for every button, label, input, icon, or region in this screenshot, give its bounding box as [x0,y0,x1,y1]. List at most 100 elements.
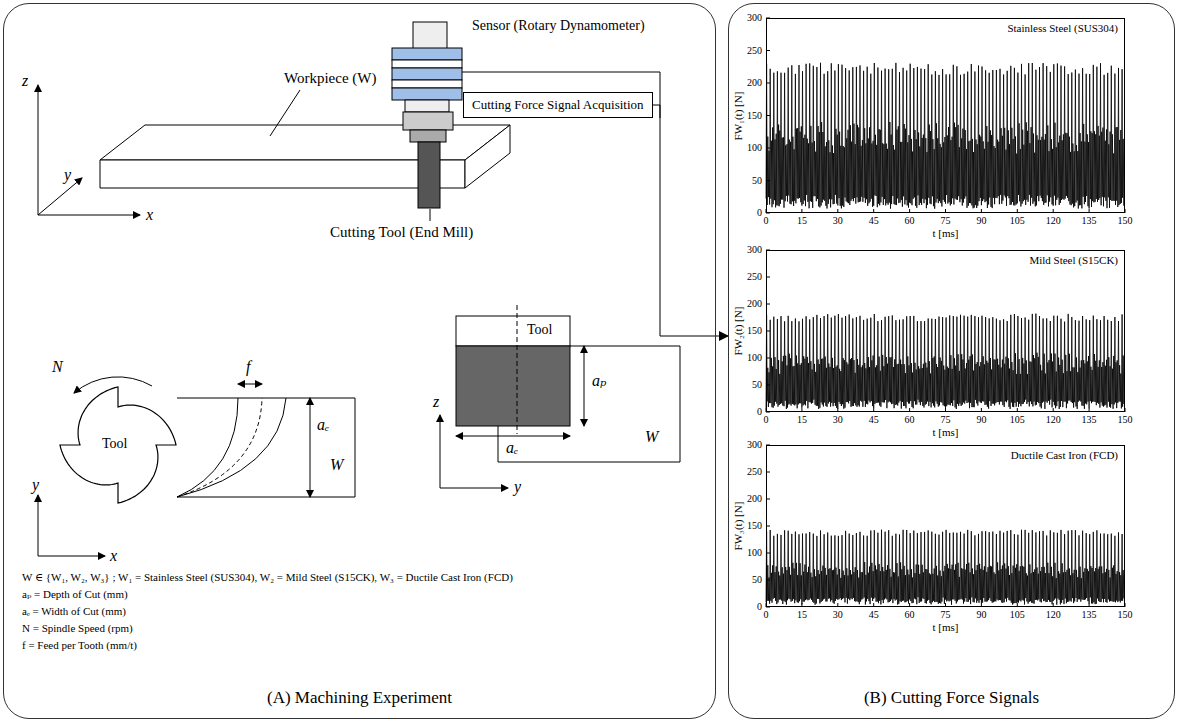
tick-label: 0 [757,207,762,219]
part-label: Cutting Tool (End Mill) [330,224,473,241]
note: W ∈ {W₁, W₂, W₃} ; W₁ = Stainless Steel … [22,571,513,584]
part-label: Tool [527,322,552,338]
tick-marks [766,18,1125,213]
rotary-dynamometer [392,22,462,208]
parameter-label: f [246,358,250,376]
tick-label: 75 [941,609,951,621]
front-view [440,305,680,488]
dimension-label: aₑ [317,416,329,434]
axis-title: t [ms] [933,426,959,439]
axis-title: FW₂(t) [N] [732,307,745,356]
tick-label: 135 [1082,414,1097,426]
parameter-label: N [52,358,63,376]
tick-label: 30 [833,609,843,621]
dimension-label: aₑ [506,439,518,457]
end-mill-section [60,387,176,503]
tick-label: 120 [1046,215,1061,227]
tick-label: 30 [833,414,843,426]
tick-label: 75 [941,215,951,227]
force-signals [766,18,1125,607]
axis-label: y [32,476,39,494]
rotation-arrow [74,377,152,393]
axis-title: t [ms] [933,621,959,634]
process-box: Cutting Force Signal Acquisition [463,92,653,118]
part-label: Workpiece (W) [284,70,377,87]
axis-title: t [ms] [933,227,959,240]
tick-label: 150 [747,325,762,337]
tick-label: 50 [752,175,762,187]
tick-label: 250 [747,271,762,283]
tick-label: 135 [1082,609,1097,621]
note: aₚ = Depth of Cut (mm) [22,588,128,601]
tick-marks [766,250,1125,412]
process-label: Cutting Force Signal Acquisition [472,97,644,113]
force-signal [766,63,1124,209]
tick-label: 45 [869,609,879,621]
tick-label: 50 [752,574,762,586]
tick-label: 90 [976,609,986,621]
series-label: Ductile Cast Iron (FCD) [1009,449,1120,461]
tick-label: 0 [757,601,762,613]
part-label: Sensor (Rotary Dynamometer) [472,18,645,34]
leader-line [430,209,431,221]
force-signal [766,314,1124,409]
axis-label: z [433,393,439,411]
tick-label: 250 [747,466,762,478]
tick-label: 150 [747,110,762,122]
axis-label: x [110,547,117,565]
tick-label: 60 [905,414,915,426]
tick-label: 105 [1010,609,1025,621]
tick-label: 135 [1082,215,1097,227]
tick-label: 120 [1046,609,1061,621]
tick-label: 45 [869,414,879,426]
panel-caption: (B) Cutting Force Signals [864,688,1039,708]
tick-label: 60 [905,609,915,621]
chart-frame: Ductile Cast Iron (FCD) [766,445,1125,607]
axis-title: FW₁(t) [N] [732,91,745,140]
tick-label: 0 [764,215,769,227]
axes-2d [38,495,105,556]
tick-label: 30 [833,215,843,227]
tick-label: 300 [747,12,762,24]
chart-frame: Stainless Steel (SUS304) [766,18,1125,213]
tick-label: 15 [797,215,807,227]
tick-label: 0 [764,414,769,426]
part-label: Tool [102,436,127,452]
tick-label: 150 [747,520,762,532]
dimension-label: aₚ [592,372,606,390]
tick-label: 100 [747,142,762,154]
tick-label: 200 [747,77,762,89]
tick-label: 150 [1118,414,1133,426]
tick-label: 90 [976,414,986,426]
part-label: W [330,456,343,474]
tick-label: 250 [747,45,762,57]
series-label: Stainless Steel (SUS304) [1005,22,1120,34]
tick-label: 50 [752,379,762,391]
force-signal [766,530,1124,605]
axis-label: z [22,72,28,90]
tick-label: 120 [1046,414,1061,426]
tick-label: 15 [797,414,807,426]
signal-wire [462,72,660,118]
tick-label: 150 [1118,215,1133,227]
axis-label: y [64,166,71,184]
tick-label: 0 [764,609,769,621]
tick-label: 300 [747,244,762,256]
tick-label: 300 [747,439,762,451]
panel: (B) Cutting Force Signals Stainless Steel… [728,3,1175,719]
panel-caption: (A) Machining Experiment [267,688,452,708]
series-label: Mild Steel (S15CK) [1027,254,1120,266]
tick-label: 100 [747,352,762,364]
tick-label: 105 [1010,215,1025,227]
workpiece [100,125,510,188]
workpiece-top-view [177,384,355,497]
note: N = Spindle Speed (rpm) [22,622,133,635]
tick-label: 45 [869,215,879,227]
tick-label: 100 [747,547,762,559]
tick-label: 150 [1118,609,1133,621]
note: aₑ = Width of Cut (mm) [22,605,126,618]
tick-label: 60 [905,215,915,227]
axis-label: x [146,206,153,224]
signal-arrow [653,105,728,336]
leader-line [270,90,300,136]
